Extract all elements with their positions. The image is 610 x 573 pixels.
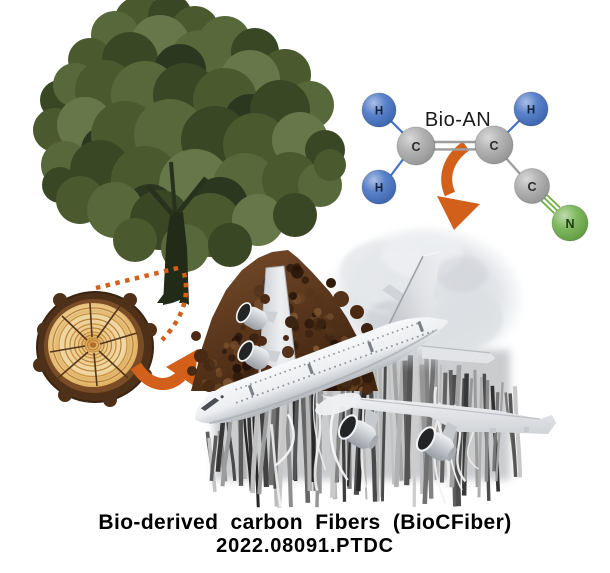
molecule-label: Bio-AN	[425, 109, 491, 131]
atom-hydrogen-2: H	[361, 169, 397, 205]
atom-hydrogen-3: H	[513, 91, 549, 127]
tree-crown	[33, 0, 346, 272]
airplane-near-stabilizer	[421, 345, 496, 364]
svg-text:H: H	[527, 105, 535, 117]
airplane-near-wing	[315, 392, 556, 434]
tree-trunk	[146, 161, 208, 305]
bond-c3-n-a	[546, 194, 561, 209]
log-cracks	[49, 302, 138, 387]
fuselage-doors	[248, 321, 424, 396]
svg-text:C: C	[527, 180, 536, 194]
wood-log-cross-section-icon	[33, 291, 157, 407]
svg-text:N: N	[565, 217, 574, 231]
growth-rings	[52, 307, 134, 383]
callout-dotted-line-upper	[95, 265, 179, 291]
fiber-cloud-icon	[324, 224, 526, 372]
airplane-vertical-stabilizer	[386, 251, 441, 330]
log-to-soil-arrow-icon	[130, 349, 198, 390]
molecule-diagram: H C H C H C N	[361, 91, 589, 242]
atom-carbon-2: C	[474, 125, 514, 165]
svg-text:H: H	[375, 183, 383, 195]
atom-nitrogen: N	[551, 204, 589, 242]
callout-dotted-lines	[95, 265, 189, 342]
atom-carbon-3: C	[514, 168, 550, 204]
bond-c3-n-b	[543, 197, 558, 212]
cockpit-side-window	[220, 395, 224, 399]
svg-text:C: C	[489, 139, 498, 153]
cockpit-windows	[200, 397, 220, 411]
upper-deck-window-row	[235, 322, 419, 391]
main-deck-window-row	[235, 330, 434, 404]
bond-c2-c3	[504, 156, 522, 176]
svg-text:C: C	[411, 140, 420, 154]
atom-hydrogen-1: H	[361, 92, 397, 128]
wing-root-fairing	[315, 392, 361, 416]
airplane-icon	[195, 251, 556, 462]
atom-carbon-1: C	[396, 126, 436, 166]
engine-nacelle-far-1	[235, 302, 278, 331]
airplane-fuselage	[195, 317, 449, 424]
engine-nacelle-2	[415, 421, 458, 462]
caption-line-2: 2022.08091.PTDC	[216, 535, 394, 557]
figure-caption: Bio-derived carbon Fibers (BioCFiber) 20…	[0, 511, 610, 557]
bond-c2-h3	[506, 118, 522, 134]
engine-nacelle-1	[337, 409, 380, 450]
bond-c3-n-c	[540, 200, 555, 214]
tree-photo-icon	[33, 0, 346, 305]
fuselage-belly-line	[209, 328, 438, 425]
svg-text:H: H	[375, 106, 383, 118]
caption-line-1: Bio-derived carbon Fibers (BioCFiber)	[98, 511, 512, 534]
soil-clumps	[187, 278, 387, 400]
engine-nacelle-far-2	[237, 340, 281, 370]
molecule-to-fiber-arrow-icon	[437, 141, 480, 230]
bond-h2-c1	[388, 157, 405, 179]
